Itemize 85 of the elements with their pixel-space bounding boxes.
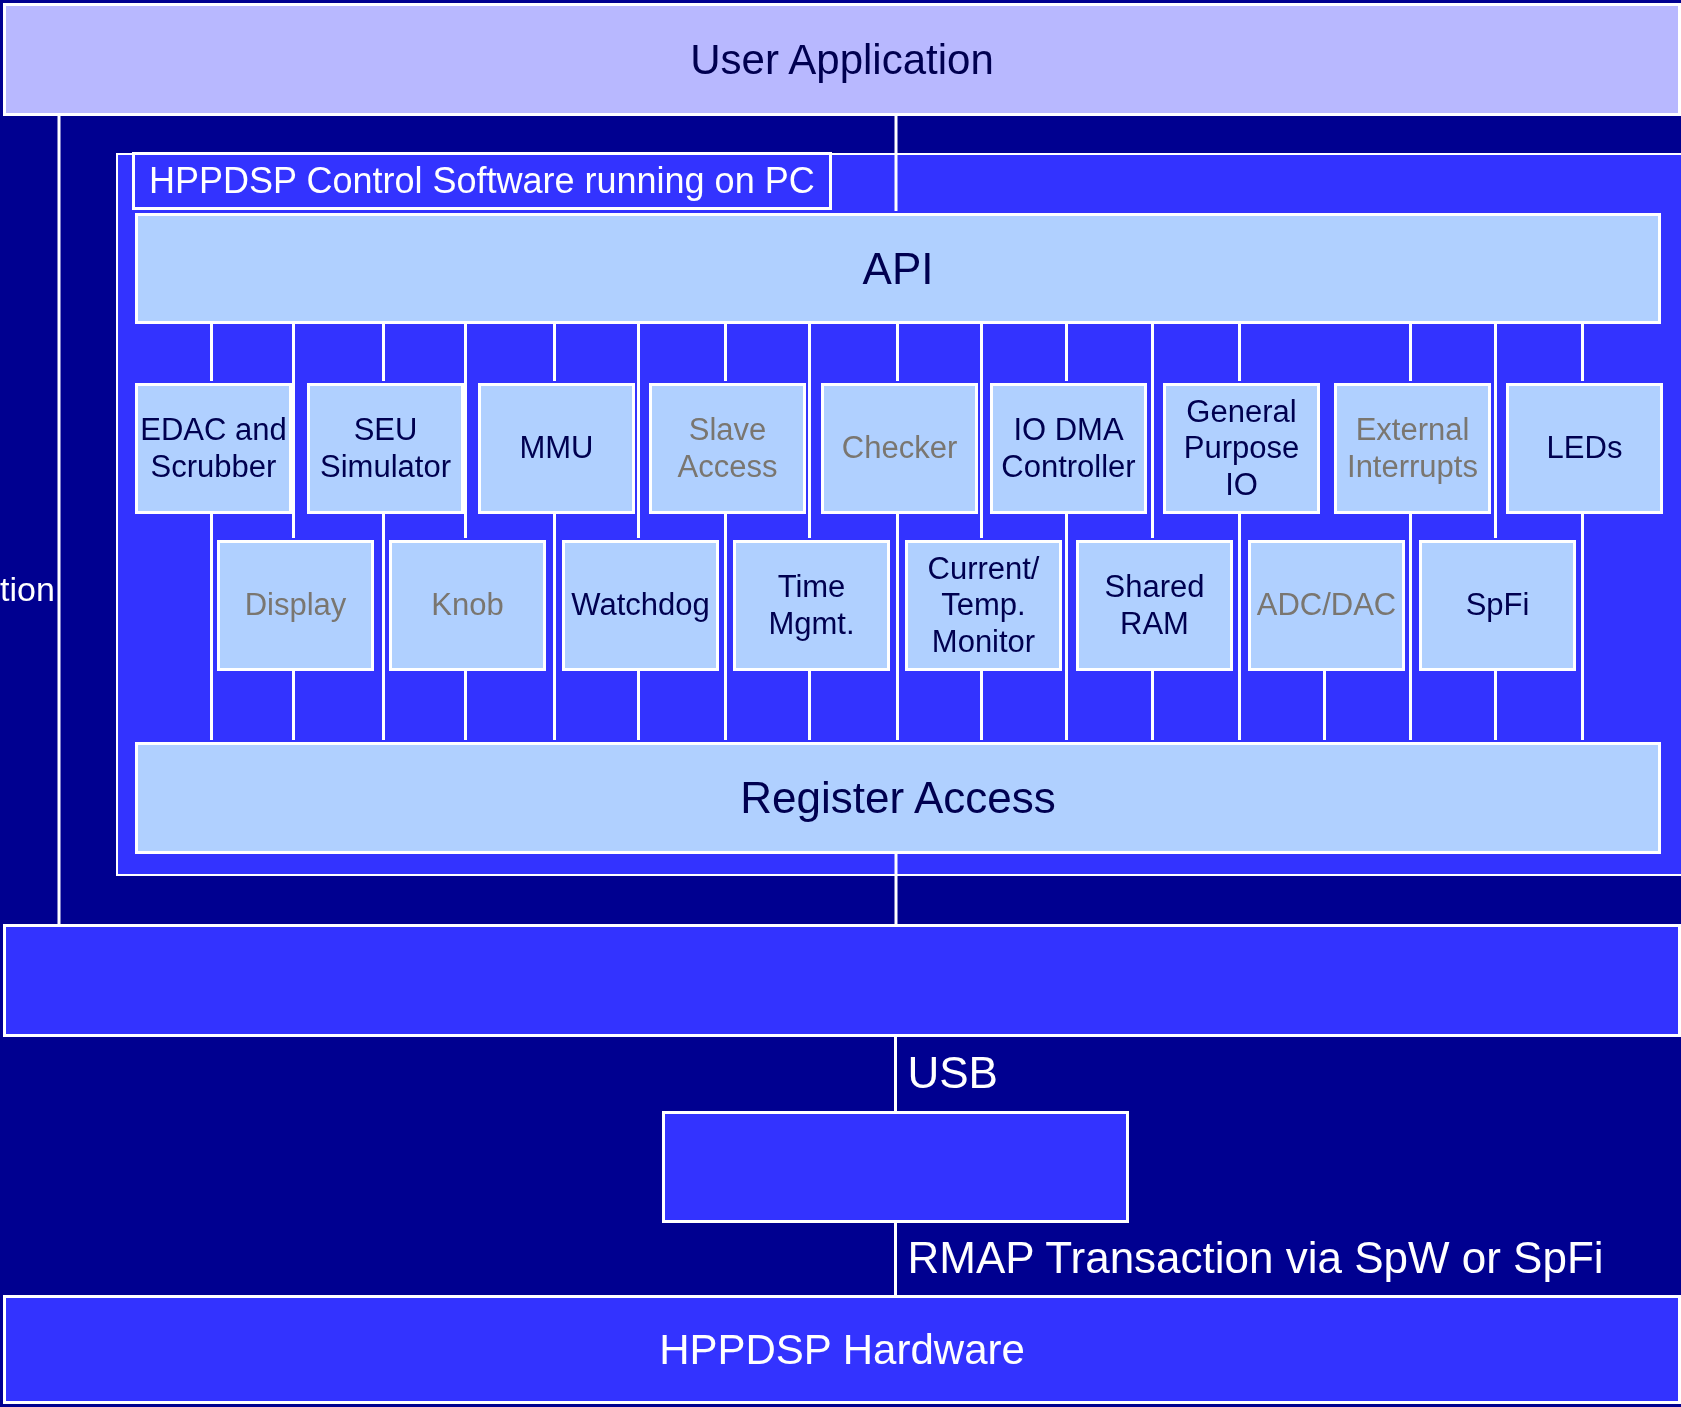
connector-line — [464, 322, 467, 538]
connector-line — [894, 1037, 897, 1111]
layer-label: User Application — [690, 34, 994, 85]
module-box — [1076, 540, 1233, 671]
module-box — [562, 540, 719, 671]
connector-line — [894, 852, 898, 924]
module-box — [1163, 383, 1320, 514]
module-box — [733, 540, 890, 671]
module-label: Shared RAM — [1103, 568, 1206, 643]
connector-line — [1494, 669, 1497, 740]
module-label: EDAC and Scrubber — [139, 411, 288, 486]
connector-line — [292, 669, 295, 740]
layer-label: HPPDSP Hardware — [659, 1324, 1025, 1375]
module-box — [478, 383, 635, 514]
connector-line — [896, 322, 899, 381]
connector-line — [980, 322, 983, 538]
layer-box — [3, 3, 1681, 116]
connector-line — [637, 669, 640, 740]
module-label: General Purpose IO — [1182, 393, 1301, 504]
connector-line — [1238, 512, 1241, 740]
module-label: MMU — [519, 430, 594, 467]
module-box — [307, 383, 464, 514]
module-label: Time Mgmt. — [767, 568, 856, 643]
layer-box — [662, 1111, 1129, 1223]
connector-line — [1581, 322, 1584, 381]
layer-box — [135, 742, 1661, 854]
connector-line — [894, 1223, 897, 1295]
layer-box — [3, 924, 1681, 1037]
connector-line — [1581, 512, 1584, 740]
connector-line — [808, 322, 811, 538]
layer-box — [3, 1295, 1681, 1404]
module-box — [217, 540, 374, 671]
module-box — [1419, 540, 1576, 671]
module-label: External Interrupts — [1346, 411, 1479, 486]
connector-line — [1151, 669, 1154, 740]
side-label: tion — [0, 570, 55, 609]
connector-line — [1409, 322, 1412, 381]
module-label: Checker — [841, 430, 958, 467]
module-box — [135, 383, 292, 514]
module-box — [1248, 540, 1405, 671]
connector-line — [292, 322, 295, 538]
module-label: IO DMA Controller — [1000, 411, 1137, 486]
module-label: Current/ Temp. Monitor — [926, 550, 1041, 661]
module-label: SpFi — [1465, 587, 1530, 624]
layer-label: Register Access — [740, 772, 1056, 824]
connector-line — [980, 669, 983, 740]
connector-line — [724, 322, 727, 381]
module-label: ADC/DAC — [1256, 587, 1397, 624]
layer-label: API — [862, 242, 934, 295]
connector-line — [894, 116, 898, 211]
connector-line — [382, 322, 385, 381]
connector-line — [1065, 512, 1068, 740]
module-box — [649, 383, 806, 514]
module-label: Knob — [431, 587, 504, 624]
connector-line — [210, 512, 213, 740]
connector-line — [724, 512, 727, 740]
connector-line — [464, 669, 467, 740]
connector-line — [1409, 512, 1412, 740]
module-box — [905, 540, 1062, 671]
module-box — [990, 383, 1147, 514]
connector-line — [1323, 669, 1326, 740]
connector-line — [382, 512, 385, 740]
connector-line — [553, 512, 556, 740]
module-label: Display — [244, 587, 347, 624]
connector-line — [553, 322, 556, 381]
module-box — [1334, 383, 1491, 514]
frame-title: HPPDSP Control Software running on PC — [132, 152, 832, 210]
connector-line — [637, 322, 640, 538]
connector-line — [1238, 322, 1241, 381]
connector-line — [1494, 322, 1497, 538]
layer-box — [135, 213, 1661, 324]
software-frame — [116, 153, 1681, 876]
connector-line — [1151, 322, 1154, 538]
module-box — [1506, 383, 1663, 514]
connector-line — [896, 512, 899, 740]
module-label: Watchdog — [571, 587, 710, 624]
connector-line — [1065, 322, 1068, 381]
module-box — [821, 383, 978, 514]
connector-line — [808, 669, 811, 740]
connector-line — [57, 116, 61, 924]
module-label: Slave Access — [676, 411, 779, 486]
module-label: SEU Simulator — [319, 411, 452, 486]
module-label: LEDs — [1546, 430, 1623, 467]
connector-line — [210, 322, 213, 381]
module-box — [389, 540, 546, 671]
